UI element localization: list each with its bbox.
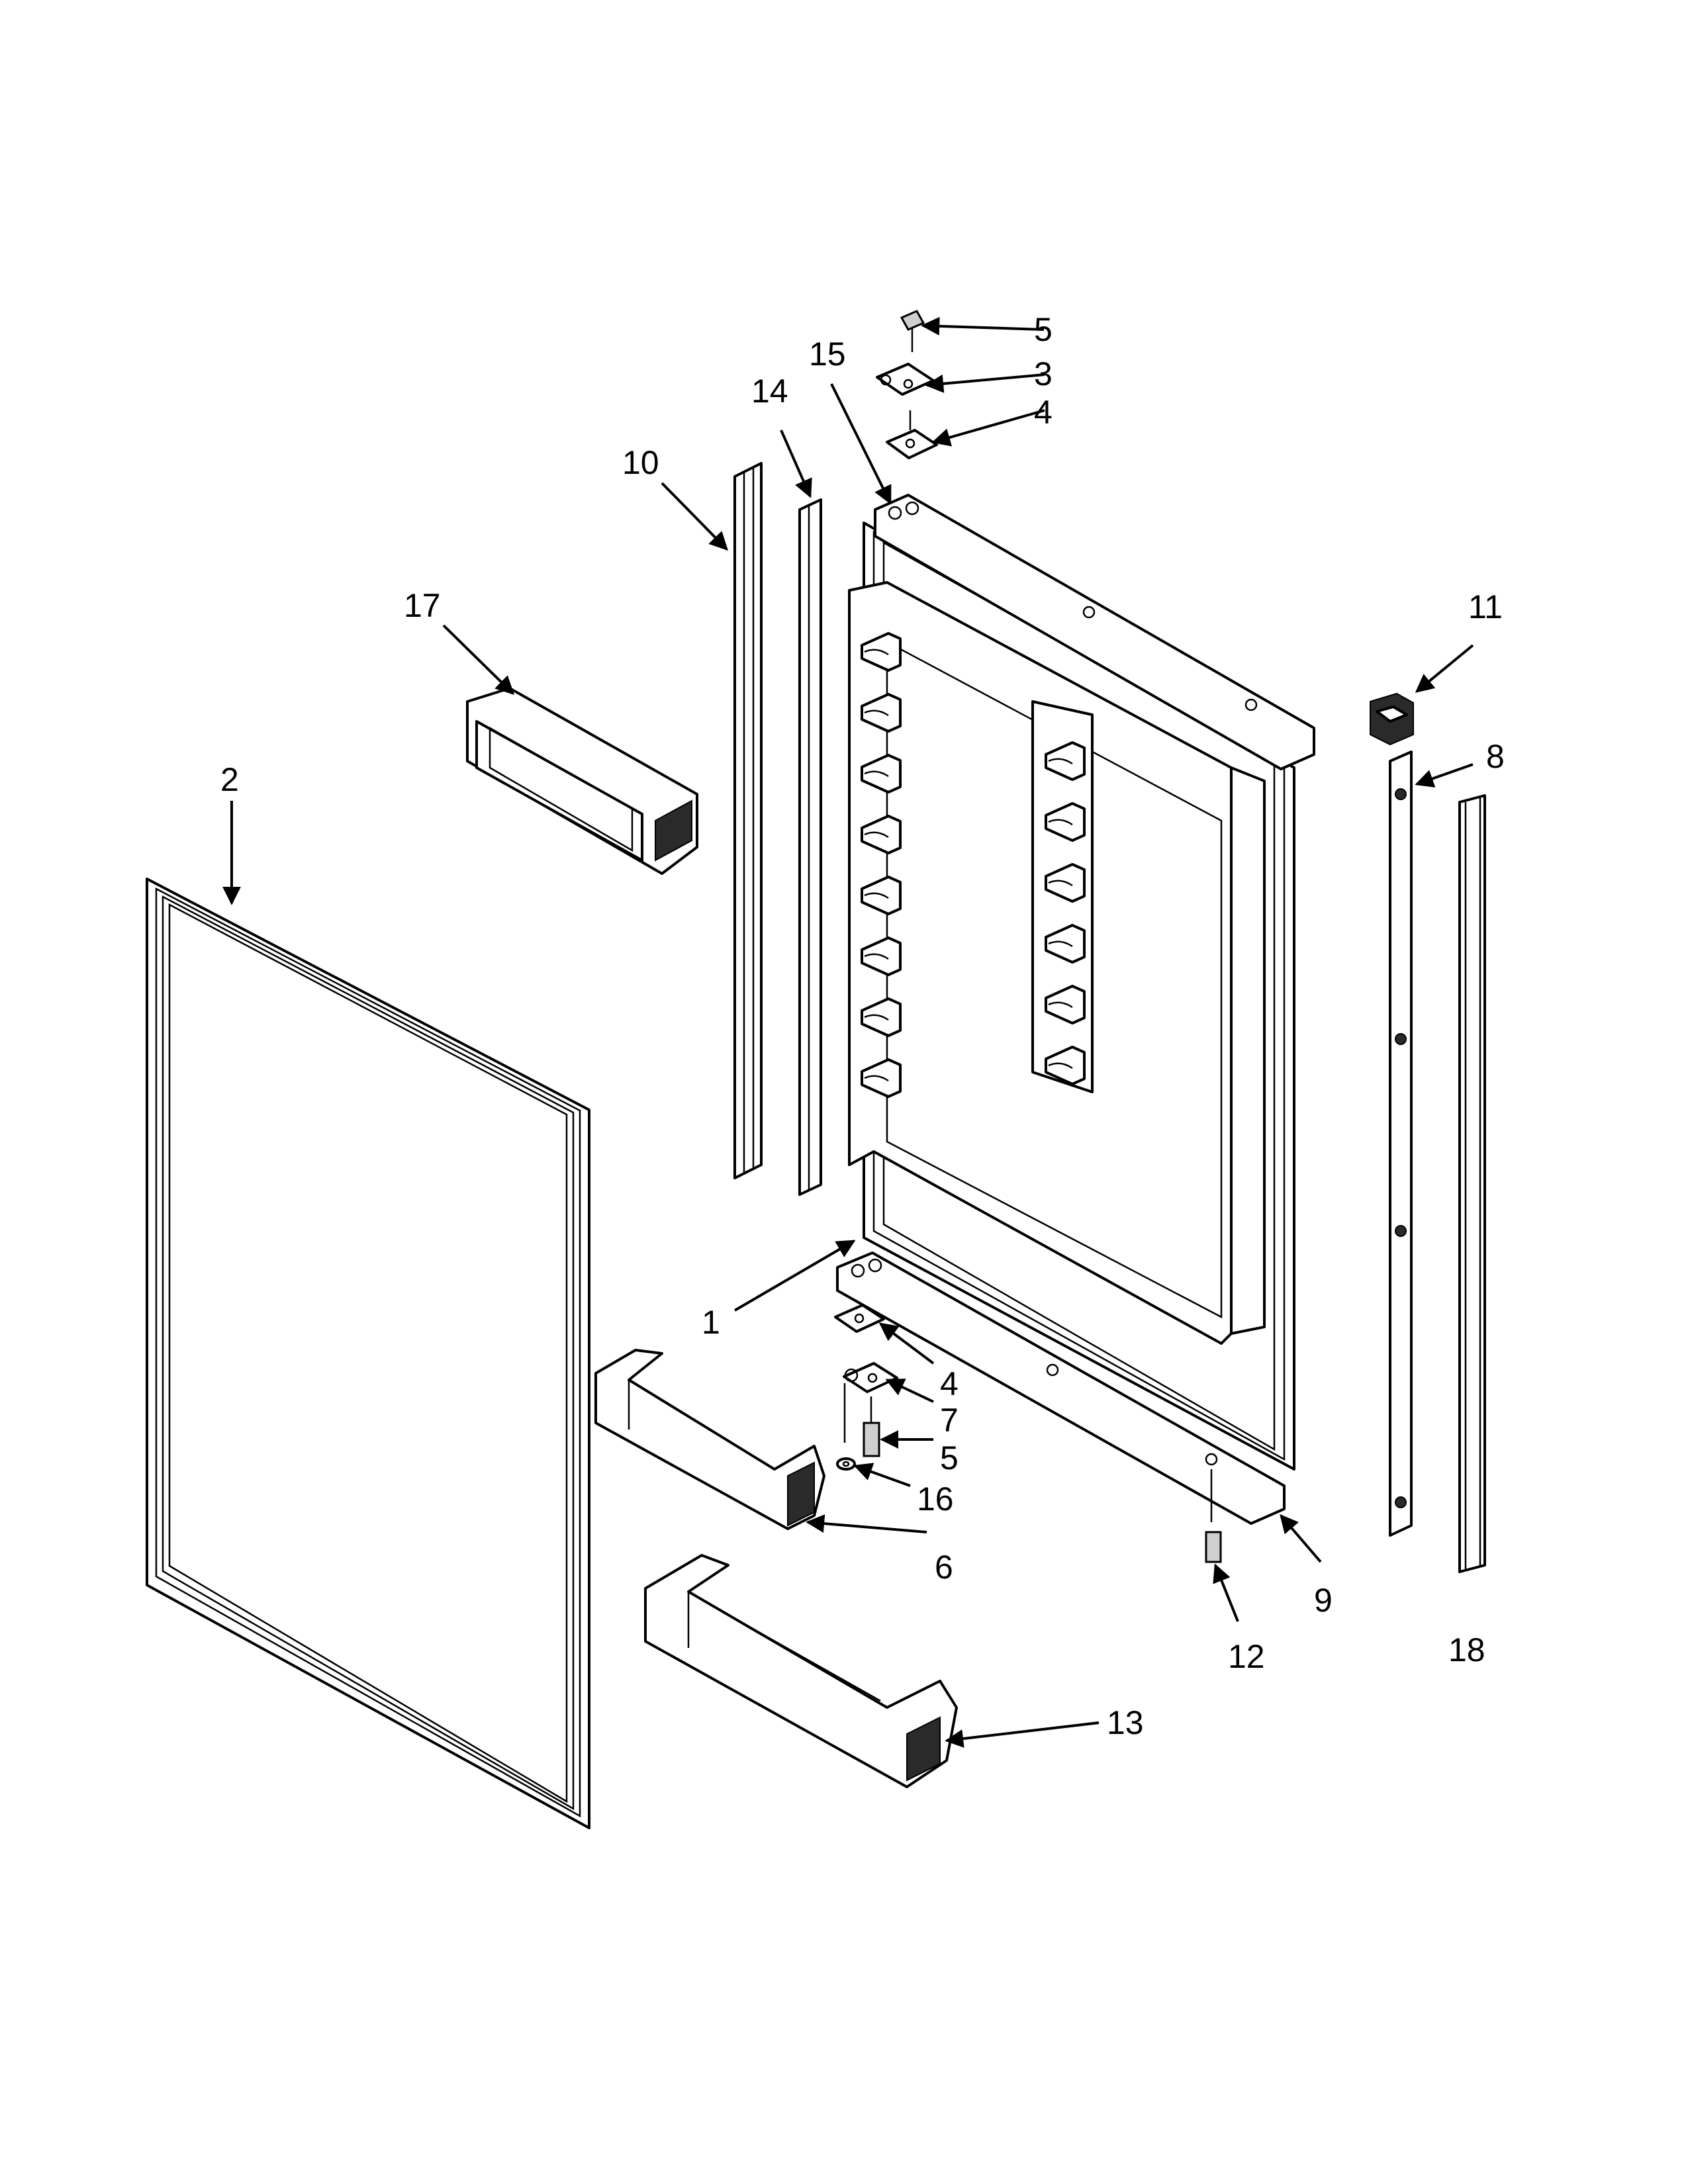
- leader-14: [780, 430, 812, 498]
- leader-13: [945, 1721, 1100, 1748]
- shelf-hook-lip: [864, 892, 889, 899]
- shelf-hook: [861, 632, 902, 672]
- callout-13: 13: [1107, 1704, 1144, 1741]
- door-bin-large: [644, 1554, 958, 1788]
- leader-17: [442, 624, 514, 695]
- shelf-hook: [861, 997, 902, 1037]
- callout-4-top: 4: [1034, 394, 1053, 431]
- trim-strip-right: [798, 498, 822, 1196]
- bottom-hinge-plate: [843, 1362, 898, 1443]
- trim-strip-left: [733, 462, 763, 1179]
- shelf-hook: [861, 936, 902, 976]
- shelf-hook-lip: [1048, 880, 1073, 887]
- shelf-hook: [861, 754, 902, 794]
- bottom-hinge-strip: [836, 1251, 1286, 1525]
- shelf-hook-lip: [864, 831, 889, 839]
- shelf-hook: [861, 1058, 902, 1098]
- shelf-hook-lip: [1048, 1062, 1073, 1069]
- callout-7: 7: [940, 1402, 959, 1439]
- leader-8: [1415, 763, 1474, 788]
- leader-1: [733, 1240, 856, 1312]
- shelf-hook: [861, 815, 902, 854]
- callout-2: 2: [220, 761, 239, 798]
- shelf-hook-lip: [864, 770, 889, 778]
- door-shelf-rail-right: [1045, 741, 1086, 1085]
- handle-tube: [1458, 794, 1486, 1573]
- callout-10: 10: [622, 444, 659, 481]
- callout-11: 11: [1468, 588, 1503, 625]
- shelf-hook-lip: [1048, 758, 1073, 765]
- callout-17: 17: [404, 587, 441, 624]
- top-hinge-screw: [900, 310, 925, 352]
- leader-16: [853, 1463, 911, 1487]
- callout-3: 3: [1034, 355, 1053, 392]
- leader-6: [806, 1514, 927, 1533]
- shelf-hook-lip: [864, 649, 889, 656]
- top-hinge-shim: [886, 410, 938, 459]
- callout-6: 6: [935, 1549, 953, 1586]
- shelf-hook-lip: [864, 953, 889, 960]
- top-hinge-strip: [874, 494, 1315, 770]
- callout-15: 15: [809, 336, 846, 373]
- shelf-hook-lip: [864, 709, 889, 717]
- leader-10: [661, 482, 728, 551]
- leader-3: [925, 373, 1045, 393]
- leader-9: [1280, 1514, 1322, 1563]
- callout-18: 18: [1448, 1631, 1485, 1668]
- vertical-strip: [1389, 751, 1413, 1537]
- shelf-hook-lip: [1048, 819, 1073, 826]
- callout-5-bottom: 5: [940, 1439, 959, 1477]
- shelf-hook: [1045, 863, 1086, 903]
- callout-1: 1: [702, 1304, 720, 1341]
- door-gasket: [146, 878, 590, 1829]
- callout-4-bottom: 4: [940, 1365, 959, 1402]
- leader-4-bottom: [878, 1322, 935, 1365]
- door-clip: [1370, 692, 1414, 746]
- callout-12: 12: [1228, 1638, 1265, 1675]
- leader-11: [1415, 644, 1474, 693]
- shelf-hook: [861, 876, 902, 915]
- shelf-hook-lip: [864, 1014, 889, 1021]
- shelf-hook: [1045, 985, 1086, 1024]
- shelf-hook: [1045, 802, 1086, 842]
- shelf-hook: [1045, 924, 1086, 964]
- leader-12: [1213, 1563, 1239, 1622]
- callout-9: 9: [1314, 1582, 1333, 1619]
- callout-5-top: 5: [1034, 311, 1053, 348]
- shelf-hook-lip: [1048, 940, 1073, 948]
- callout-16: 16: [917, 1480, 954, 1518]
- shelf-hook-lip: [1048, 1001, 1073, 1009]
- door-shelf-rail-left: [861, 632, 902, 1098]
- top-hinge-plate: [876, 363, 935, 396]
- callout-labels: 5 3 4 15 14 10 17 2 11 8 1 4 7 5 16 6 9 …: [220, 311, 1505, 1741]
- callout-14: 14: [751, 373, 788, 410]
- hinge-washer: [836, 1457, 856, 1471]
- bottom-screw: [1205, 1469, 1222, 1563]
- leader-4-top: [931, 409, 1045, 447]
- shelf-hook: [861, 693, 902, 733]
- bottom-hinge-shim: [834, 1304, 885, 1333]
- door-bin-small: [594, 1349, 825, 1530]
- shelf-hook: [1045, 741, 1086, 781]
- callout-leaders: [222, 316, 1474, 1748]
- leader-15: [830, 383, 892, 505]
- leader-5-top: [921, 316, 1045, 336]
- bottom-hinge-screw: [863, 1396, 880, 1457]
- handle-bin: [466, 687, 698, 875]
- shelf-hook-lip: [864, 1075, 889, 1082]
- shelf-hook: [1045, 1046, 1086, 1085]
- leader-7: [885, 1379, 934, 1403]
- callout-8: 8: [1486, 738, 1505, 775]
